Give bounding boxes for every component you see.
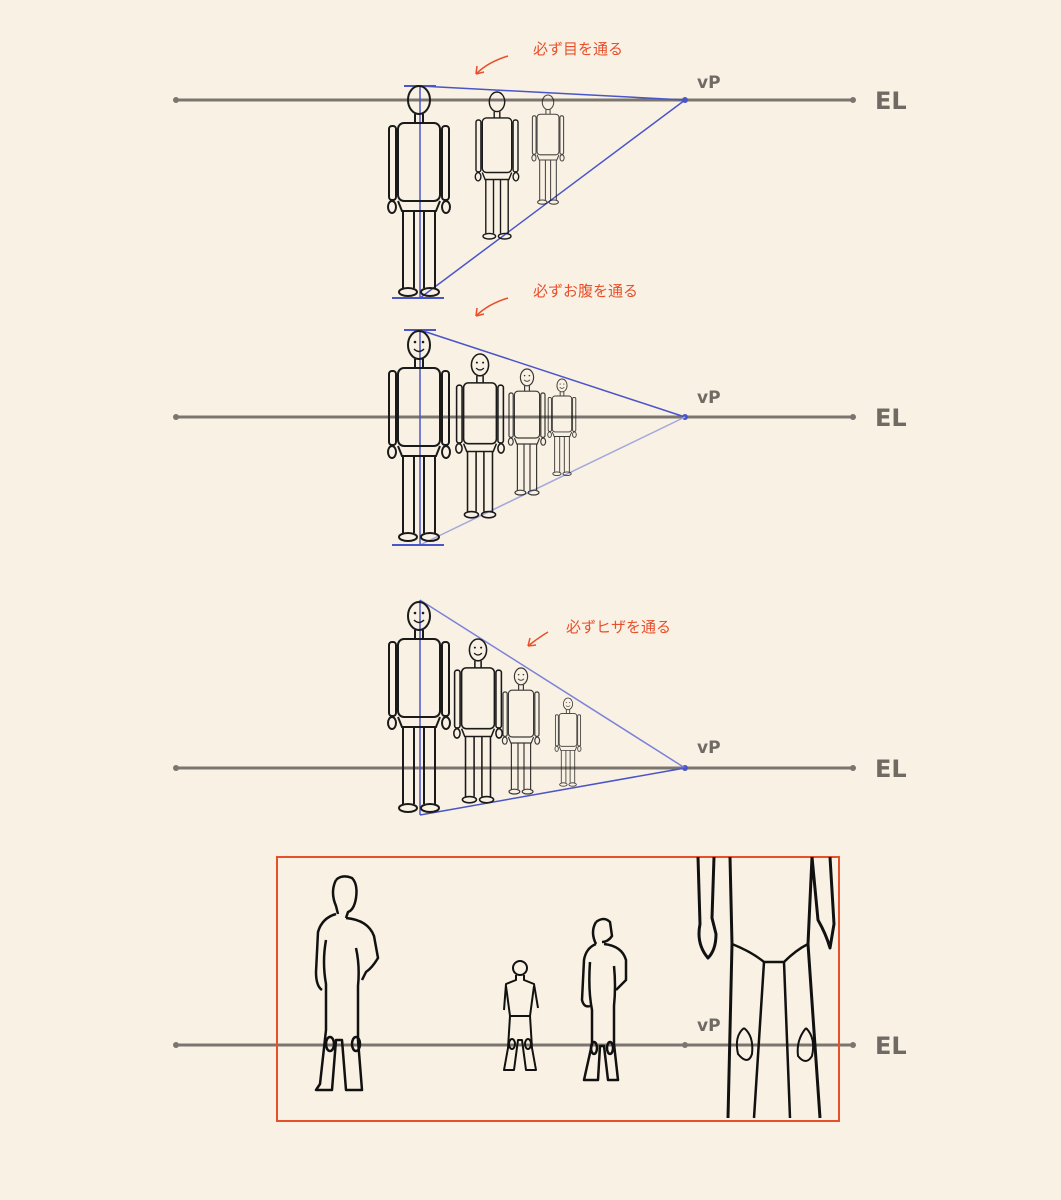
- perspective-line: [419, 329, 686, 418]
- perspective-line: [419, 99, 686, 299]
- annotation-arrow: [475, 297, 509, 317]
- figure: [474, 91, 520, 240]
- panel-1: vP EL 必ず目を通る: [173, 40, 907, 299]
- annotation-arrow: [527, 631, 549, 647]
- el-label: EL: [875, 1032, 907, 1060]
- vp-label: vP: [697, 73, 721, 93]
- perspective-line: [419, 416, 686, 546]
- figure: [503, 960, 539, 1071]
- vanishing-point: [682, 1042, 688, 1048]
- figure: [580, 917, 628, 1082]
- perspective-line: [419, 599, 686, 769]
- vp-label: vP: [697, 388, 721, 408]
- figure: [508, 369, 545, 495]
- figure: [314, 875, 380, 1092]
- vp-label: vP: [697, 1016, 721, 1036]
- frame: [276, 856, 840, 1122]
- panel-4: vP EL: [173, 856, 907, 1122]
- vp-label: vP: [697, 738, 721, 758]
- figure: [548, 379, 577, 476]
- annotation-hips: 必ずヒザを通る: [566, 618, 671, 636]
- figure: [387, 85, 451, 297]
- figure: [388, 602, 450, 812]
- figure: [531, 94, 565, 205]
- el-label: EL: [875, 755, 907, 783]
- figure: [502, 668, 539, 794]
- figure: [454, 639, 502, 803]
- figure: [388, 331, 450, 541]
- perspective-line: [419, 85, 686, 101]
- annotation-arrow: [475, 55, 509, 75]
- annotation-belly: 必ずお腹を通る: [533, 282, 638, 300]
- figure: [555, 698, 581, 786]
- figure: [456, 354, 504, 518]
- panel-3: vP EL 必ずヒザを通る: [173, 599, 907, 816]
- el-label: EL: [875, 87, 907, 115]
- perspective-line: [419, 767, 686, 816]
- panel-2: vP EL 必ずお腹を通る: [173, 282, 907, 546]
- el-label: EL: [875, 404, 907, 432]
- annotation-eyes: 必ず目を通る: [533, 40, 623, 58]
- figure: [696, 856, 836, 1119]
